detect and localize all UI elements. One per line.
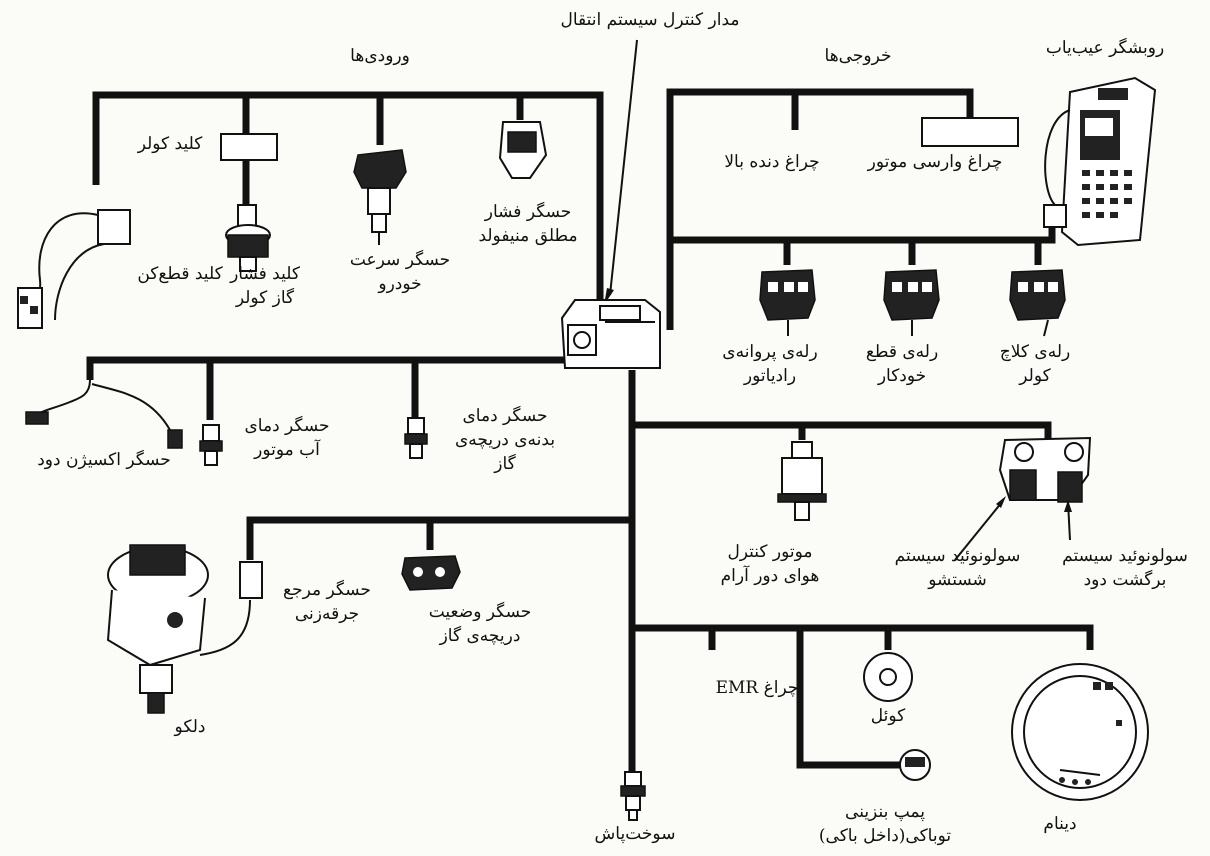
fuel-pump [899, 749, 931, 781]
idle-air-control-motor [777, 441, 827, 521]
oxygen-sensor [25, 379, 183, 449]
relay-fan [759, 269, 816, 336]
distributor [106, 544, 209, 714]
check-engine-lamp [921, 117, 1019, 147]
label-alternator: دینام [1043, 814, 1077, 834]
ecu-pointer-arrow [604, 39, 638, 305]
throttle-position-sensor [401, 555, 461, 591]
label-distributor: دلکو [174, 717, 206, 737]
throttle-body-temp-sensor [404, 417, 428, 459]
ac-switch [220, 133, 278, 161]
label-check-engine-lamp: چراغ وارسی موتور [867, 152, 1003, 172]
reference-sensor [199, 561, 263, 656]
label-cutoff-switch: کلید قطع‌کن [137, 264, 223, 284]
label-oxygen-sensor: حسگر اکسیژن دود [37, 450, 171, 470]
solenoid-assembly [954, 436, 1092, 561]
label-ignition-coil: کوئل [870, 706, 906, 726]
ignition-coil [863, 652, 913, 702]
relay-clutch [1009, 269, 1066, 337]
vehicle-speed-sensor [353, 149, 407, 245]
ecu-module [560, 299, 661, 369]
alternator [1011, 663, 1149, 801]
harness-lines [86, 88, 1094, 820]
label-fuel-injector: سوخت‌پاش [594, 824, 676, 844]
relay-cutoff [883, 269, 940, 336]
scanner-device [1043, 76, 1157, 247]
label-upshift-lamp: چراغ دنده بالا [724, 152, 820, 172]
coolant-temp-sensor [199, 424, 223, 466]
label-scanner: روبشگر عیب‌یاب [1045, 38, 1165, 58]
cutoff-switch [17, 209, 131, 329]
map-sensor [498, 121, 548, 179]
label-inputs: ورودی‌ها [350, 46, 410, 66]
ac-pressure-switch [225, 204, 271, 272]
label-ac-switch: کلید کولر [137, 134, 203, 154]
label-ecu: مدار کنترل سیستم انتقال [560, 10, 740, 30]
fuel-injector [620, 771, 646, 821]
label-outputs: خروجی‌ها [824, 46, 892, 66]
label-emr-lamp: چراغ EMR [715, 678, 799, 698]
